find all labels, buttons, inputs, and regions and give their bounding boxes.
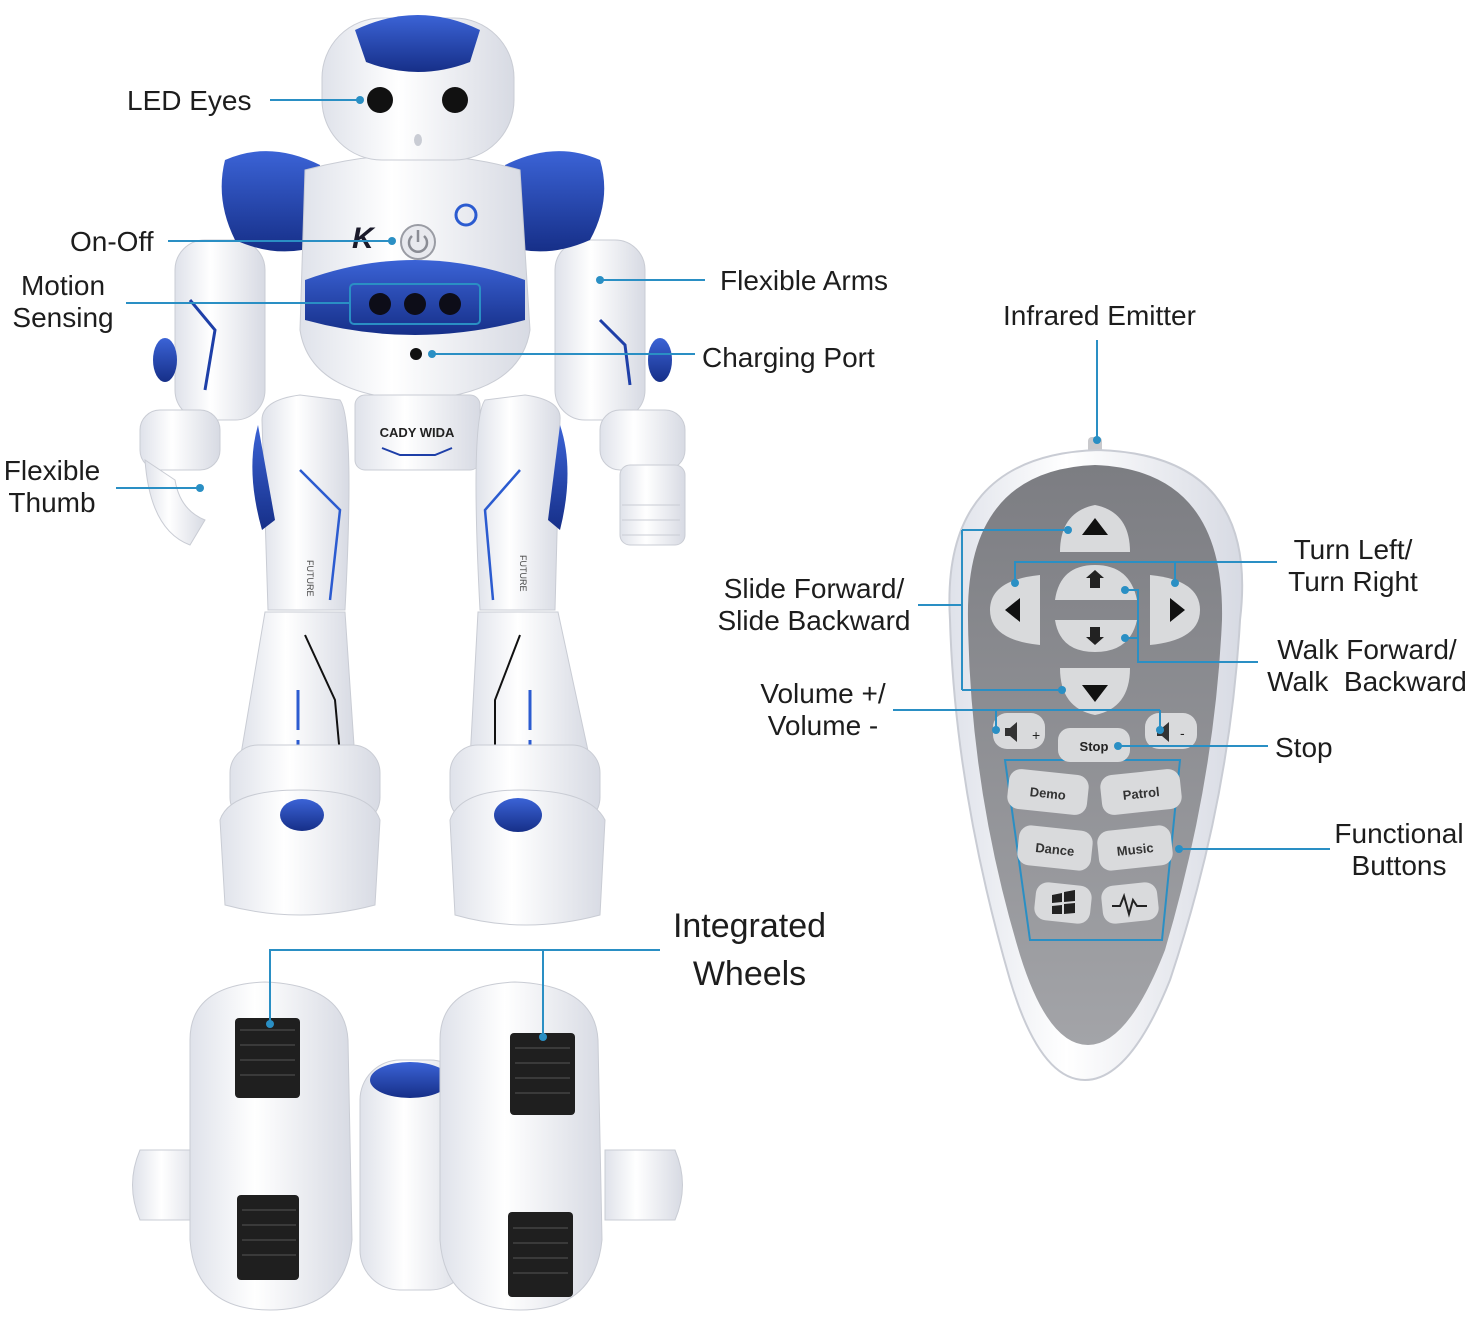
right-leg: FUTURE bbox=[449, 394, 606, 926]
gesture-button[interactable] bbox=[1033, 881, 1093, 925]
label-wheels-line2: Wheels bbox=[692, 955, 807, 993]
callout-dots bbox=[196, 96, 1183, 1041]
walk-forward-icon bbox=[1086, 570, 1104, 588]
torso: K bbox=[299, 154, 531, 401]
right-shoulder bbox=[505, 151, 605, 252]
right-arm bbox=[554, 239, 686, 546]
down-arrow-icon bbox=[1082, 685, 1108, 702]
label-wheels-line1: Integrated bbox=[672, 907, 827, 945]
gesture-icon bbox=[1052, 890, 1075, 914]
label-functional-line2: Buttons bbox=[1351, 850, 1447, 881]
volume-icon bbox=[1005, 722, 1017, 742]
label-motion-sensing: Motion Sensing bbox=[8, 270, 118, 334]
label-volume-line2: Volume - bbox=[767, 710, 879, 741]
label-motion-line2: Sensing bbox=[12, 302, 114, 333]
label-volume-line1: Volume +/ bbox=[760, 678, 886, 709]
stop-label: Stop bbox=[1080, 739, 1109, 754]
head bbox=[321, 15, 515, 161]
label-stop: Stop bbox=[1275, 732, 1333, 763]
volume-minus-button[interactable]: - bbox=[1145, 713, 1197, 749]
left-arm bbox=[139, 239, 266, 546]
label-functional-buttons: Functional Buttons bbox=[1325, 818, 1473, 882]
music-button[interactable]: Music bbox=[1096, 824, 1174, 872]
walk-backward-icon bbox=[1086, 627, 1104, 645]
label-flexible-thumb: Flexible Thumb bbox=[0, 455, 104, 519]
vol-minus-label: - bbox=[1180, 725, 1185, 741]
chest-logo: K bbox=[352, 222, 376, 255]
leg-text-right: FUTURE bbox=[518, 555, 528, 592]
label-charging-port: Charging Port bbox=[702, 342, 875, 373]
dpad[interactable] bbox=[990, 505, 1200, 715]
label-on-off: On-Off bbox=[70, 226, 154, 257]
wheel bbox=[235, 1018, 575, 1297]
brand-label: CADY WIDA bbox=[380, 425, 455, 440]
label-turn: Turn Left/ Turn Right bbox=[1278, 534, 1428, 598]
demo-button[interactable]: Demo bbox=[1006, 768, 1090, 816]
label-walk: Walk Forward/ Walk Backward bbox=[1258, 634, 1476, 698]
label-slide-line2: Slide Backward bbox=[717, 605, 911, 636]
leg-text-left: FUTURE bbox=[305, 560, 315, 597]
robot: K CADY WIDA FUTURE bbox=[139, 15, 686, 926]
label-slide-line1: Slide Forward/ bbox=[723, 573, 905, 604]
label-walk-line2: Walk Backward bbox=[1267, 666, 1467, 697]
stop-button[interactable]: Stop bbox=[1058, 728, 1130, 762]
label-functional-line1: Functional bbox=[1334, 818, 1464, 849]
left-shoulder bbox=[221, 151, 320, 252]
left-leg: FUTURE bbox=[219, 394, 381, 916]
label-volume: Volume +/ Volume - bbox=[752, 678, 894, 742]
label-turn-line1: Turn Left/ bbox=[1293, 534, 1413, 565]
label-walk-line1: Walk Forward/ bbox=[1277, 634, 1457, 665]
patrol-label: Patrol bbox=[1122, 784, 1160, 803]
label-flexible-arms: Flexible Arms bbox=[720, 265, 889, 296]
patrol-button[interactable]: Patrol bbox=[1099, 768, 1183, 816]
label-turn-line2: Turn Right bbox=[1288, 566, 1418, 597]
callout-lines bbox=[116, 99, 1330, 1037]
demo-label: Demo bbox=[1029, 784, 1067, 803]
up-arrow-icon bbox=[1082, 518, 1108, 535]
label-led-eyes: LED Eyes bbox=[127, 85, 252, 116]
right-arrow-icon bbox=[1170, 598, 1185, 622]
feet-underside bbox=[132, 981, 683, 1311]
label-slide: Slide Forward/ Slide Backward bbox=[706, 573, 922, 637]
label-motion-line1: Motion bbox=[20, 270, 106, 301]
dance-label: Dance bbox=[1035, 840, 1075, 859]
vol-plus-label: + bbox=[1032, 727, 1040, 743]
label-integrated-wheels: Integrated Wheels bbox=[662, 902, 837, 998]
music-label: Music bbox=[1116, 840, 1154, 859]
dance-button[interactable]: Dance bbox=[1016, 824, 1094, 872]
label-infrared-emitter: Infrared Emitter bbox=[1003, 300, 1196, 331]
left-arrow-icon bbox=[1005, 598, 1020, 622]
volume-plus-button[interactable]: + bbox=[993, 713, 1045, 749]
label-thumb-line1: Flexible bbox=[3, 455, 101, 486]
left-foot bbox=[189, 981, 353, 1311]
label-thumb-line2: Thumb bbox=[8, 487, 96, 518]
wave-icon bbox=[1112, 892, 1147, 918]
wave-button[interactable] bbox=[1100, 881, 1160, 925]
